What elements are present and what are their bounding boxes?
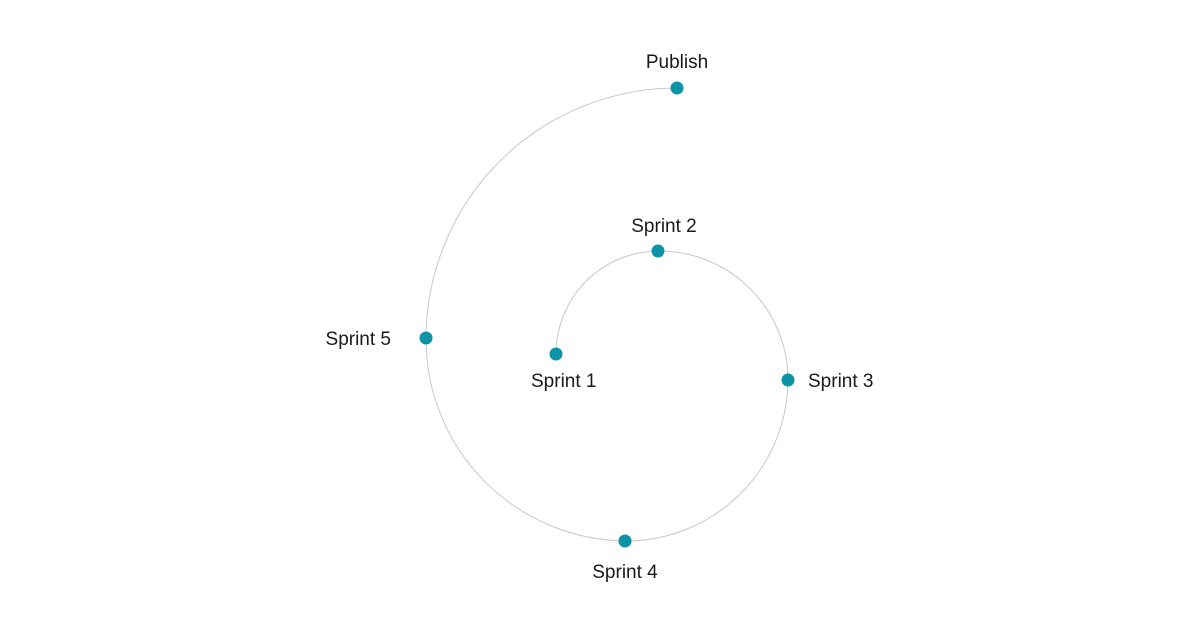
milestone-publish: Publish bbox=[646, 52, 708, 95]
milestone-label: Sprint 1 bbox=[531, 371, 596, 392]
milestone-sprint-5: Sprint 5 bbox=[326, 329, 433, 350]
milestone-sprint-3: Sprint 3 bbox=[781, 371, 873, 392]
milestone-label: Sprint 3 bbox=[808, 371, 873, 392]
milestone-sprint-4: Sprint 4 bbox=[592, 534, 658, 583]
milestone-dot bbox=[670, 81, 684, 95]
milestone-dot bbox=[549, 347, 563, 361]
milestone-dot bbox=[618, 534, 632, 548]
milestone-label: Sprint 4 bbox=[592, 562, 658, 583]
spiral-path bbox=[425, 87, 789, 542]
milestone-label: Publish bbox=[646, 52, 708, 73]
milestone-label: Sprint 5 bbox=[326, 329, 391, 350]
milestone-sprint-2: Sprint 2 bbox=[631, 216, 697, 258]
milestone-dot bbox=[419, 331, 433, 345]
milestone-label: Sprint 2 bbox=[631, 216, 696, 237]
milestone-dot bbox=[651, 244, 665, 258]
milestone-sprint-1: Sprint 1 bbox=[531, 347, 596, 392]
milestone-dot bbox=[781, 373, 795, 387]
